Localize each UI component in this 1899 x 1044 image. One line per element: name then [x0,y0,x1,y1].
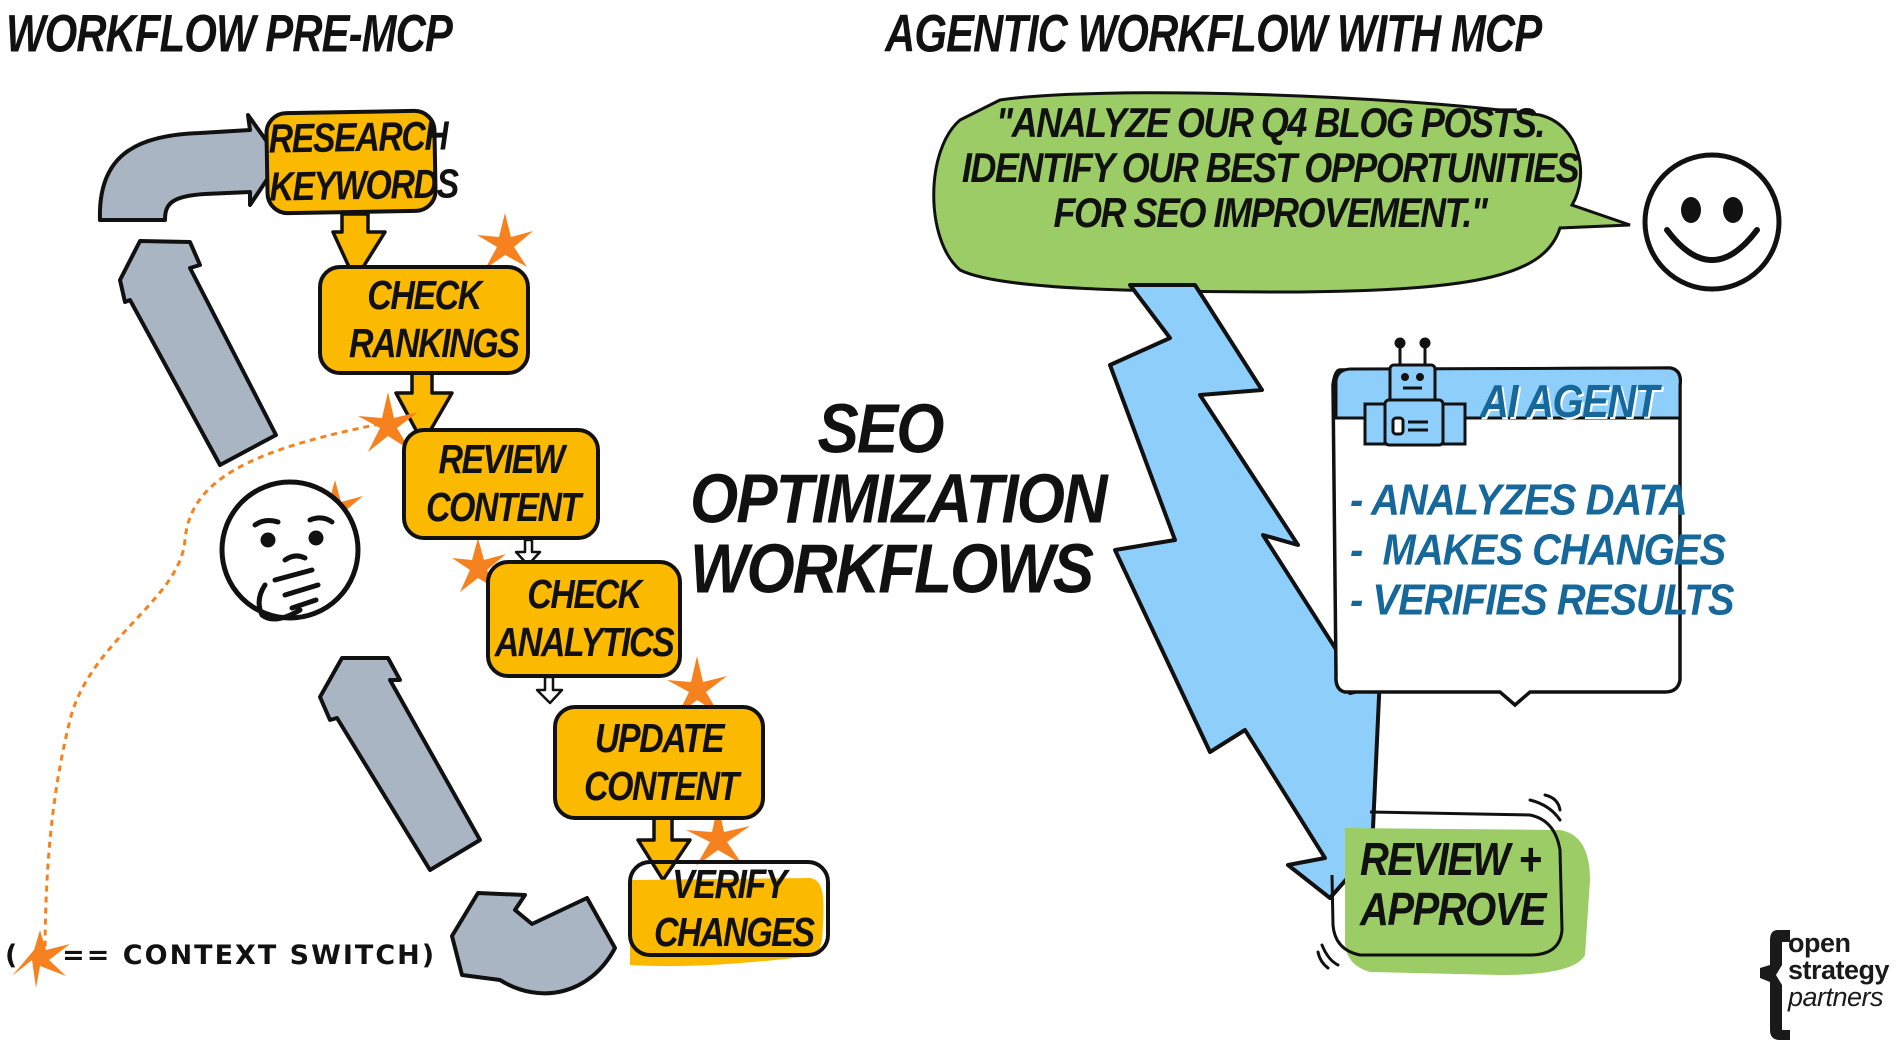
step-check-rankings: Check Rankings [318,265,530,375]
robot-icon [1363,337,1467,447]
agent-capability: - Makes changes [1350,525,1726,575]
agent-capability: - Analyzes data [1350,475,1688,525]
right-heading: Agentic Workflow with MCP [885,4,1542,63]
thinking-face-icon [219,479,361,622]
context-switch-trail [43,422,381,961]
step-research-keywords: Research Keywords [264,108,458,216]
step-review-content: Review Content [402,428,600,540]
step-update-content: Update Content [553,705,765,820]
step-connector-small-arrows [514,538,564,705]
step-check-analytics: Check Analytics [486,560,682,678]
prompt-text: "Analyze our Q4 blog posts. Identify our… [961,98,1580,237]
legend-starburst-icon [12,930,70,988]
agent-card [1331,366,1683,708]
agent-capabilities: - Analyzes data - Makes changes - Verifi… [1350,475,1735,625]
verify-highlight [630,878,824,967]
prompt-bubble [932,91,1631,294]
review-approve-step: Review + Approve [1360,834,1547,936]
smiley-face-icon [1642,152,1782,292]
context-switch-legend: ( == CONTEXT SWITCH) [5,940,437,971]
step-verify-changes: Verify Changes [628,860,830,957]
open-strategy-partners-logo: open strategy partners [1788,928,1890,1012]
center-title: SEO Optimization Workflows [690,390,1108,609]
left-heading: Workflow Pre-MCP [6,4,453,63]
approve-box [1316,793,1590,975]
loop-arrow-icon [97,113,617,996]
agent-title: AI Agent [1480,376,1659,428]
logo-brace-icon [1760,930,1790,1040]
agent-capability: - Verifies results [1350,575,1735,625]
